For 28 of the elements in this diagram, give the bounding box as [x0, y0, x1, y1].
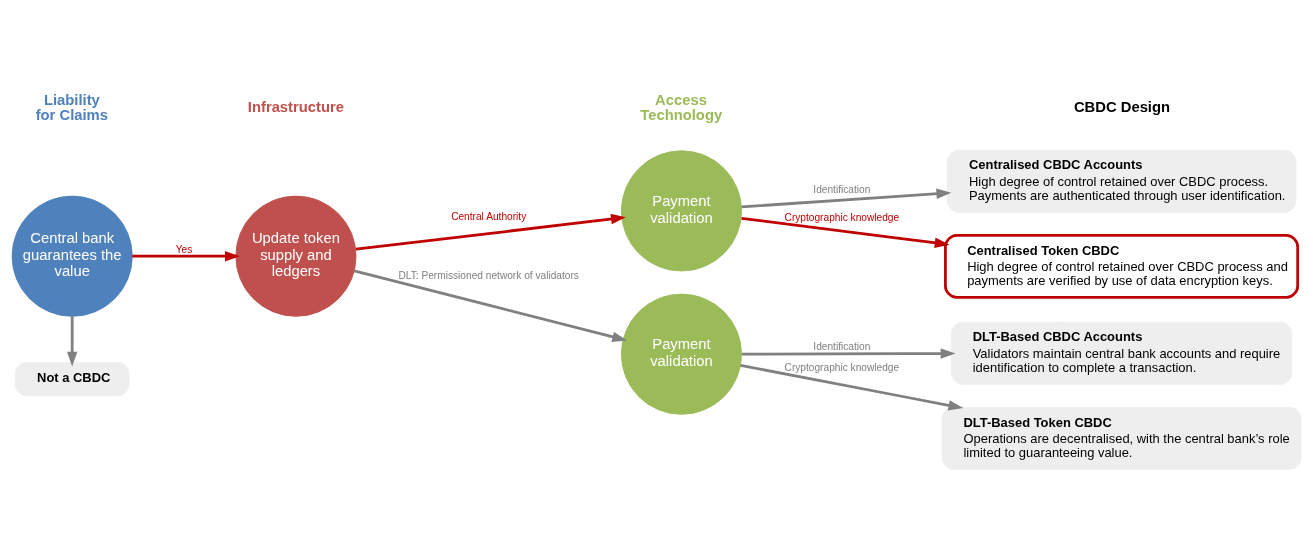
edge-label: Cryptographic knowledge [784, 361, 900, 373]
node-box: DLT-Based Token CBDC Operations are decentralised, with the central bank’s role limited to guaranteeing value. [941, 406, 1302, 470]
node-circle: Payment validation [620, 150, 742, 272]
label: CBDC Design [1073, 98, 1171, 115]
node-box: Centralised Token CBDC High degree of control retained over CBDC process and payments are verified by use of data encryption keys. [944, 234, 1300, 299]
arrow [741, 217, 950, 248]
edge-label: DLT: Permissioned network of validators [398, 270, 579, 282]
label: Access Technology [640, 92, 723, 124]
arrow [741, 188, 952, 209]
label: Liability for Claims [35, 92, 108, 124]
node-box: Centralised CBDC Accounts High degree of control retained over CBDC process. Payments are authenticated through user identification. [946, 149, 1297, 213]
edge-label: Yes [175, 244, 193, 256]
node-circle: Payment validation [620, 293, 742, 415]
arrow [355, 213, 626, 251]
edge-label: Identification [813, 341, 871, 353]
arrow [132, 251, 240, 262]
arrow [67, 316, 78, 367]
edge-label: Central Authority [451, 210, 527, 222]
node-circle: Central bank guarantees the value [11, 195, 133, 317]
node-circle: Update token supply and ledgers [235, 195, 357, 317]
label: Infrastructure [247, 98, 344, 115]
edge-label: Identification [813, 184, 871, 196]
edge-label: Cryptographic knowledge [784, 211, 900, 223]
node-box: DLT-Based CBDC Accounts Validators maintain central bank accounts and require identification to complete a transaction. [950, 321, 1293, 385]
arrow [741, 348, 956, 359]
arrow [740, 364, 964, 411]
node-box: Not a CBDC [14, 362, 130, 397]
arrow [353, 269, 628, 342]
